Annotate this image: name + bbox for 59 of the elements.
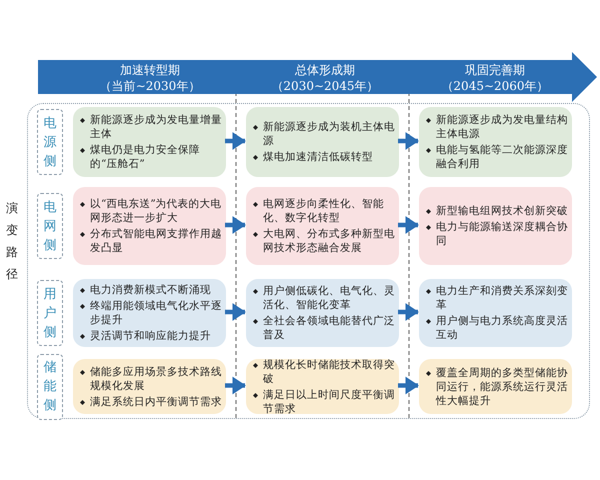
phase-years: （2045~2060年） <box>440 78 550 94</box>
content-box <box>419 187 572 265</box>
side-heading: 演变路径 <box>5 200 19 283</box>
arrow <box>225 132 246 150</box>
row-label: 用户侧 <box>44 286 56 342</box>
content-box <box>73 107 226 177</box>
bullet-text: 电网逐步向柔性化、智能化、数字化转型 <box>263 197 385 225</box>
bullet-text: 新能源逐步成为发电量增量主体 <box>90 113 222 141</box>
phase-title: 总体形成期 <box>294 62 356 78</box>
bullet-text: 电力与能源输送深度耦合协同 <box>436 220 568 248</box>
arrow <box>398 303 419 321</box>
row-label-box <box>37 109 63 175</box>
bullet-text: 新型输电组网技术创新突破 <box>436 204 568 218</box>
row-label-box <box>37 354 63 420</box>
bullet-text: 电能与氢能等二次能源深度融合利用 <box>436 143 568 171</box>
bullet-text: 用户侧与电力系统高度灵活互动 <box>436 314 568 342</box>
content-box <box>73 187 226 265</box>
bullet-text: 满足日以上时间尺度平衡调节需求 <box>263 388 395 416</box>
row-label: 储能侧 <box>44 359 56 415</box>
row-label: 电源侧 <box>44 114 56 170</box>
content-box <box>246 107 399 177</box>
bullet-text: 用户侧低碳化、电气化、灵活化、智能化变革 <box>263 284 395 312</box>
bullet-text: 规模化长时储能技术取得突破 <box>263 358 395 386</box>
content-box <box>419 107 572 177</box>
content-box <box>419 359 572 414</box>
row-label-box <box>37 280 63 346</box>
arrow <box>225 303 246 321</box>
phase-title: 巩固完善期 <box>464 62 526 78</box>
bullet-text: 煤电仍是电力安全保障的“压舱石” <box>90 143 201 171</box>
bullet-text: 新能源逐步成为装机主体电源 <box>263 120 395 148</box>
arrow <box>398 132 419 150</box>
arrow <box>225 216 246 234</box>
arrow <box>225 376 246 394</box>
arrow <box>398 216 419 234</box>
bullet-text: 煤电加速清洁低碳转型 <box>263 150 374 164</box>
phase-years: （2030~2045年） <box>270 78 380 94</box>
bullet-text: 电力消费新模式不断涌现 <box>90 283 212 297</box>
bullet-text: 灵活调节和响应能力提升 <box>90 329 212 343</box>
bullet-text: 储能多应用场景多技术路线规模化发展 <box>90 364 222 392</box>
row-label-box <box>37 193 63 259</box>
content-box <box>73 279 226 347</box>
bullet-text: 以“西电东送”为代表的大电网形态进一步扩大 <box>90 197 222 225</box>
phase-years: （当前~2030年） <box>98 78 202 94</box>
bullet-text: 大电网、分布式多种新型电网技术形态融合发展 <box>263 227 395 255</box>
bullet-text: 终端用能领域电气化水平逐步提升 <box>90 299 222 327</box>
bullet-text: 全社会各领域电能替代广泛普及 <box>263 314 395 342</box>
row-label: 电网侧 <box>44 198 56 254</box>
bullet-text: 分布式智能电网支撑作用越发凸显 <box>90 227 222 255</box>
bullet-text: 覆盖全周期的多类型储能协同运行，能源系统运行灵活性大幅提升 <box>436 366 568 408</box>
content-box <box>246 279 399 347</box>
content-box <box>246 187 399 265</box>
bullet-text: 新能源逐步成为发电量结构主体电源 <box>436 113 568 141</box>
bullet-text: 满足系统日内平衡调节需求 <box>90 394 222 408</box>
content-box <box>73 359 226 414</box>
bullet-text: 电力生产和消费关系深刻变革 <box>436 284 568 312</box>
phase-title: 加速转型期 <box>119 62 181 78</box>
content-box <box>246 359 399 414</box>
content-box <box>419 279 572 347</box>
arrow <box>398 376 419 394</box>
